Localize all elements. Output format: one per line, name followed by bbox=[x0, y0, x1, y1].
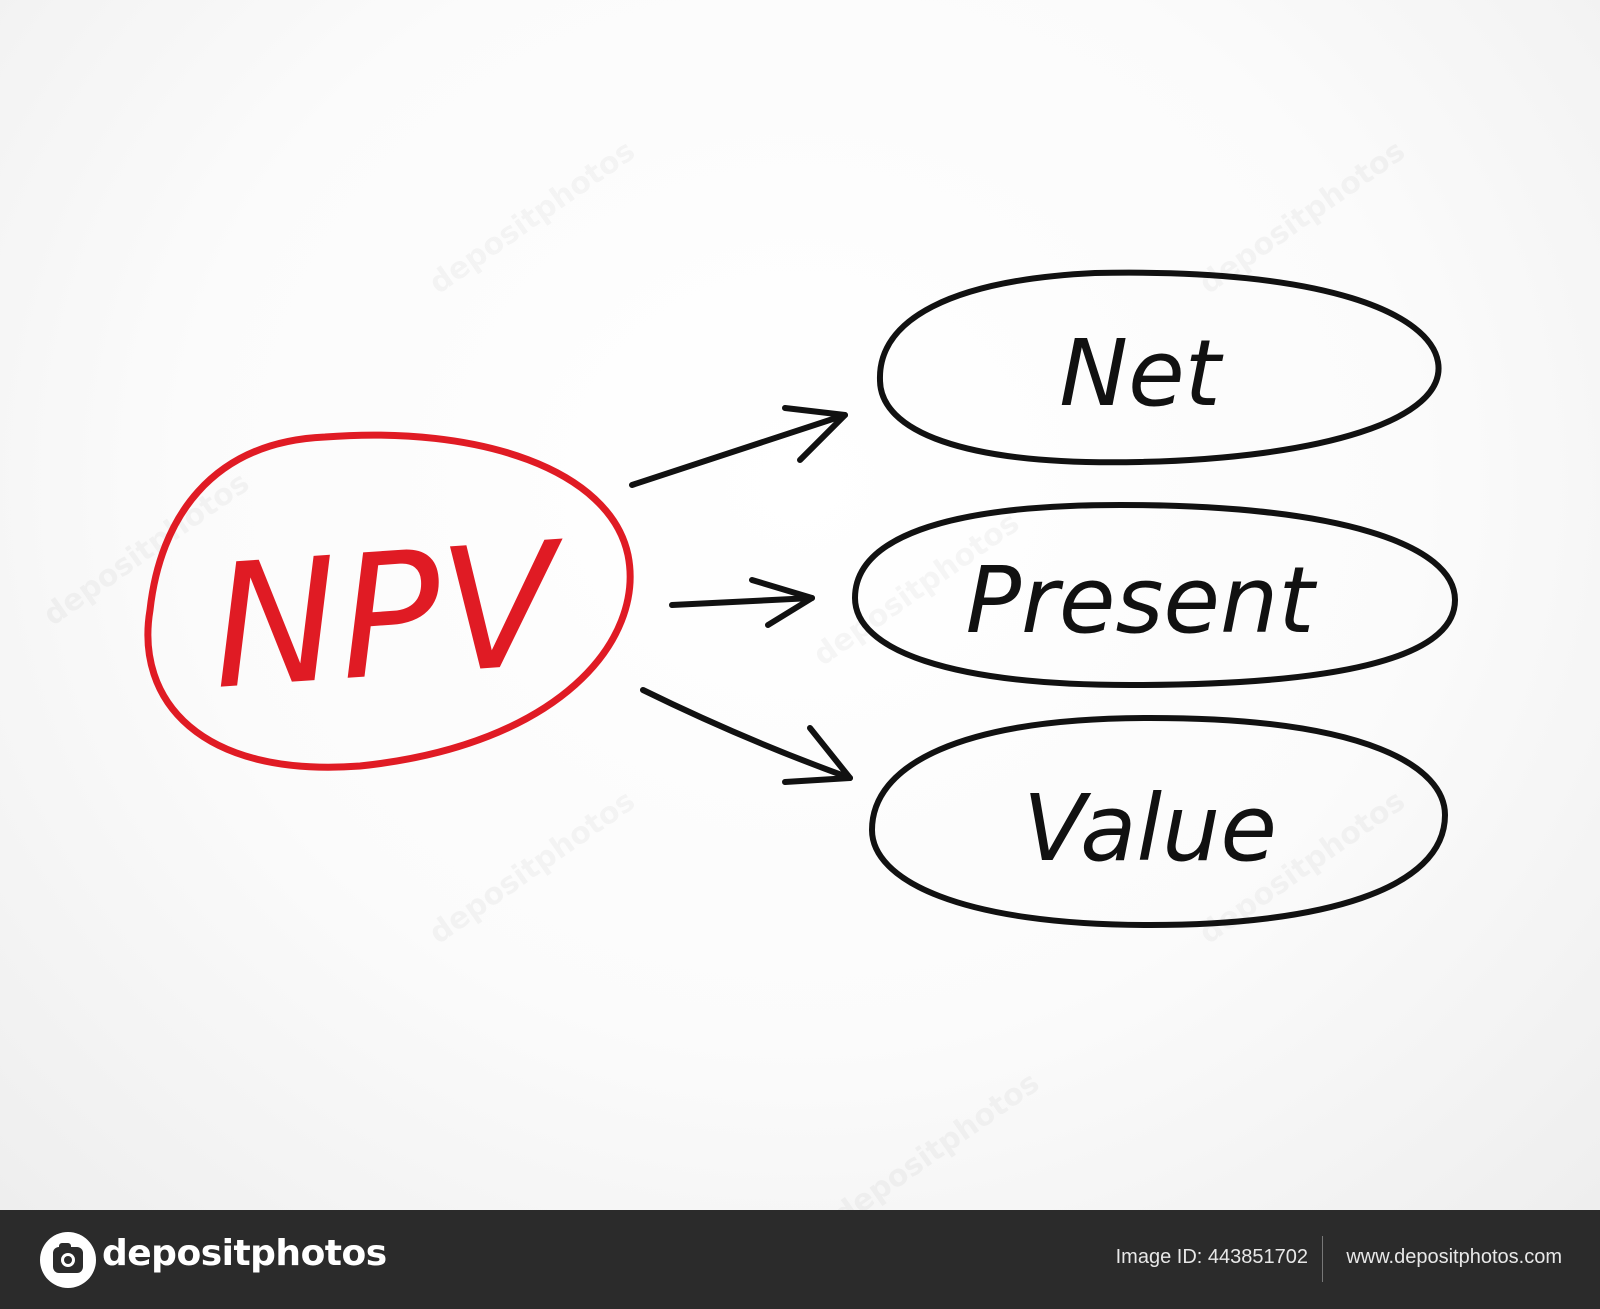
present-label: Present bbox=[966, 547, 1318, 654]
value-label: Value bbox=[1023, 775, 1277, 882]
canvas: depositphotos depositphotos depositphoto… bbox=[0, 0, 1600, 1210]
watermark-text: depositphotos bbox=[423, 133, 642, 301]
arrow-to-present bbox=[669, 577, 815, 628]
npv-diagram: depositphotos depositphotos depositphoto… bbox=[144, 133, 1458, 1210]
net-ellipse bbox=[876, 269, 1442, 466]
value-ellipse bbox=[869, 715, 1448, 928]
brand-name: depositphotos bbox=[102, 1233, 387, 1274]
image-id: Image ID: 443851702 bbox=[1115, 1246, 1308, 1268]
footer-divider bbox=[1322, 1236, 1323, 1282]
footer-bar: depositphotos Image ID: 443851702 www.de… bbox=[0, 1210, 1600, 1309]
arrow-to-value bbox=[640, 687, 853, 785]
watermark-text: depositphotos bbox=[423, 783, 642, 951]
npv-label: NPV bbox=[205, 505, 575, 727]
watermark-text: depositphotos bbox=[827, 1065, 1046, 1210]
arrow-to-net bbox=[629, 405, 848, 488]
camera-logo-icon bbox=[40, 1232, 96, 1288]
net-label: Net bbox=[1059, 320, 1223, 427]
site-url: www.depositphotos.com bbox=[1346, 1246, 1562, 1268]
npv-ellipse bbox=[144, 431, 634, 771]
present-ellipse bbox=[852, 502, 1458, 688]
